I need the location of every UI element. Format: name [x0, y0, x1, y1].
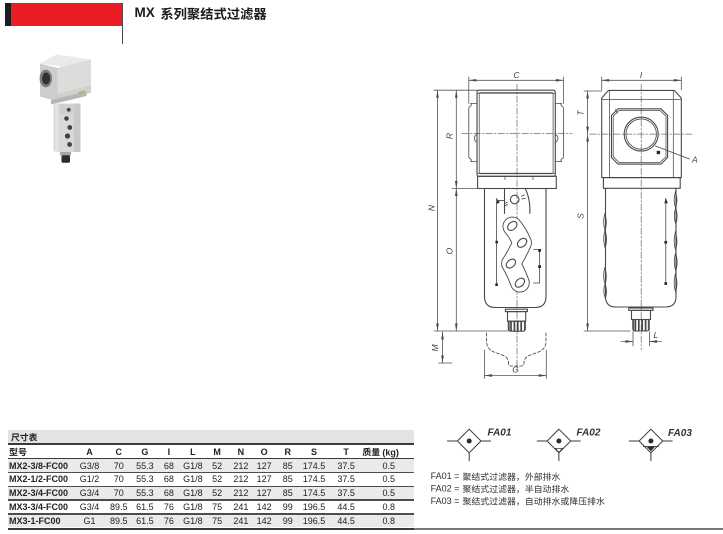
svg-text:A: A [691, 155, 698, 165]
svg-text:O: O [445, 247, 455, 254]
svg-text:I: I [640, 70, 643, 80]
svg-text:G: G [512, 365, 519, 375]
svg-text:R: R [445, 133, 455, 139]
svg-text:FA02 =: FA02 = [431, 484, 460, 494]
svg-text:L: L [654, 330, 659, 340]
svg-text:M: M [430, 344, 440, 352]
svg-text:(kg): (kg) [382, 447, 399, 457]
svg-text:FA02: FA02 [577, 428, 601, 439]
svg-text:C: C [513, 70, 520, 80]
svg-text:T: T [576, 110, 586, 116]
svg-text:S: S [576, 213, 586, 219]
svg-text:FA01: FA01 [488, 428, 512, 439]
svg-text:FA01 =: FA01 = [431, 471, 460, 481]
svg-text:FA03 =: FA03 = [431, 496, 460, 506]
svg-text:N: N [427, 204, 437, 211]
svg-text:FA03: FA03 [668, 428, 692, 439]
